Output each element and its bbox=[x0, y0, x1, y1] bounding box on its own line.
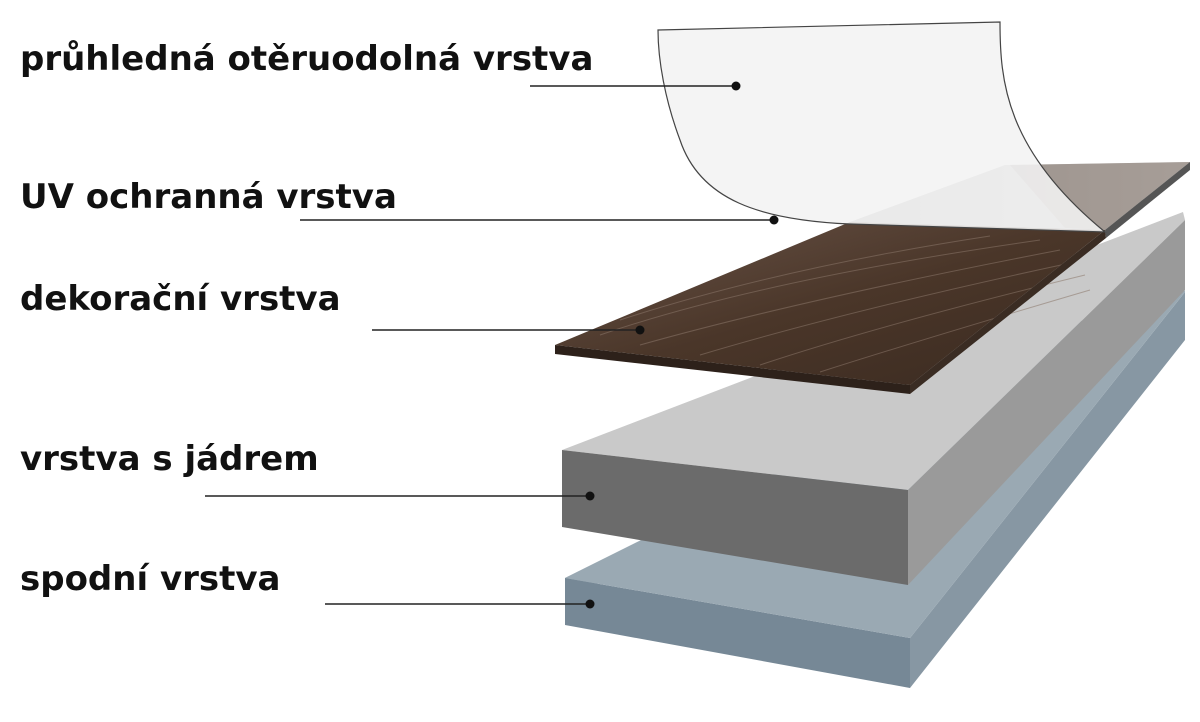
wear-layer-film bbox=[657, 21, 1107, 233]
bottom-layer-front-face bbox=[565, 578, 910, 688]
core-layer-side-face bbox=[908, 220, 1185, 585]
decor-layer-top-face bbox=[555, 222, 1105, 385]
decor-layer-edge bbox=[555, 345, 910, 394]
leader-core bbox=[205, 491, 595, 501]
decor-layer bbox=[555, 222, 1106, 394]
label-wear-layer: průhledná otěruodolná vrstva bbox=[20, 39, 593, 79]
core-layer-front-face bbox=[562, 450, 908, 585]
leader-decor bbox=[372, 325, 645, 335]
label-decor-layer: dekorační vrstva bbox=[20, 279, 341, 319]
label-core-layer: vrstva s jádrem bbox=[20, 439, 319, 479]
label-uv-layer: UV ochranná vrstva bbox=[20, 177, 397, 217]
label-bottom-layer: spodní vrstva bbox=[20, 559, 281, 599]
wear-layer bbox=[657, 21, 1107, 233]
leader-uv bbox=[300, 215, 779, 225]
leader-bottom bbox=[325, 599, 595, 609]
leader-wear bbox=[530, 81, 741, 91]
bottom-layer-side-face bbox=[910, 292, 1185, 688]
